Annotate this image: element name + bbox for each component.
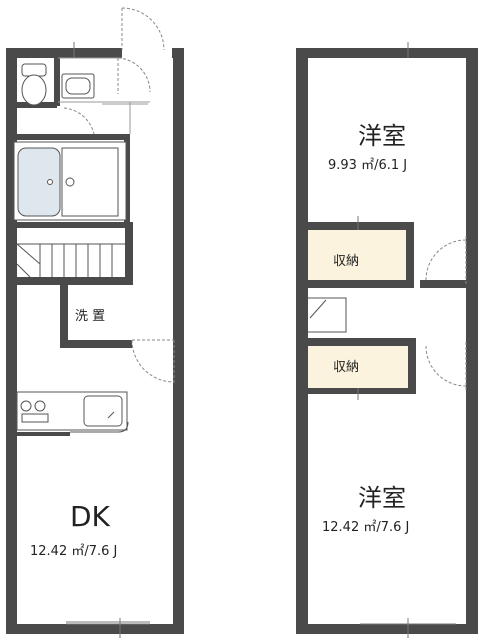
hand-sink-fixture <box>61 73 95 99</box>
storage-upper-fill <box>308 230 406 280</box>
toilet-fixture <box>21 63 47 106</box>
bath-door <box>63 107 95 135</box>
kitchen-counter <box>16 391 129 433</box>
room-upper-label: 洋室 <box>358 122 406 150</box>
room-lower-door <box>425 342 467 390</box>
floor1-window <box>66 618 150 638</box>
room-lower-area: 12.42 ㎡/7.6 J <box>322 520 410 535</box>
floor2-walls <box>296 48 478 634</box>
entrance-door <box>121 7 165 51</box>
floor2-markers <box>357 42 456 638</box>
washroom-label: 洗 置 <box>75 309 106 324</box>
room-upper-door <box>425 236 467 284</box>
room-upper-area: 9.93 ㎡/6.1 J <box>328 158 408 173</box>
floor1-walls <box>6 48 184 634</box>
dk-label: DK <box>70 500 110 533</box>
staircase-floor2 <box>308 297 347 333</box>
storage-lower-fill <box>308 346 408 388</box>
bathtub-fixture <box>13 141 127 221</box>
storage-upper-label: 収納 <box>333 254 360 269</box>
storage-lower-label: 収納 <box>333 360 360 375</box>
dk-area: 12.42 ㎡/7.6 J <box>30 544 118 559</box>
staircase-floor1 <box>16 243 125 278</box>
room-lower-label: 洋室 <box>358 484 406 512</box>
toilet-door <box>117 57 151 94</box>
step-lines <box>58 57 150 134</box>
washroom-door <box>131 339 175 384</box>
